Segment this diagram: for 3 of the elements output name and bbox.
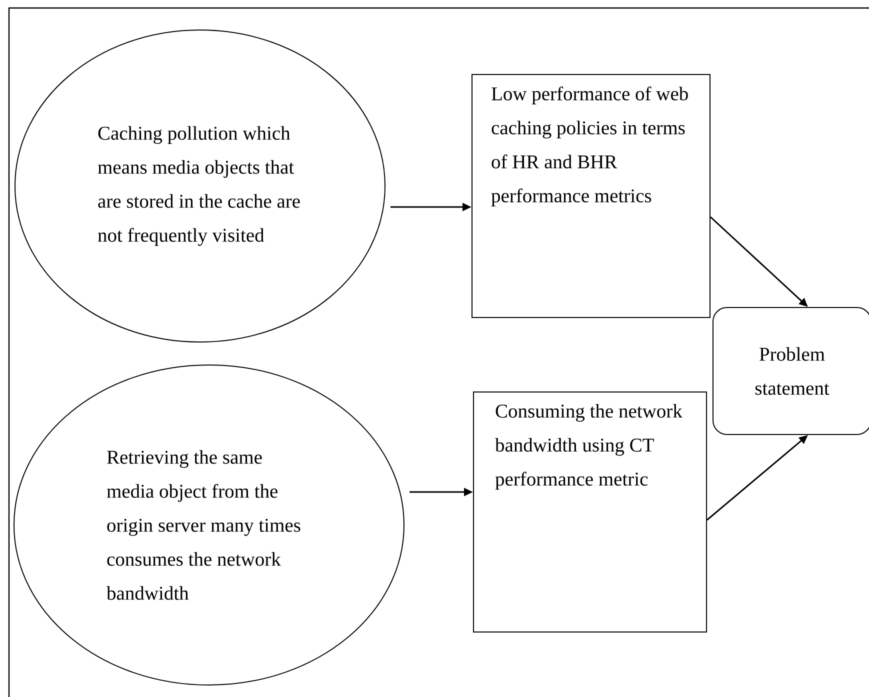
problem-box: Problem statement <box>712 307 869 435</box>
effect-box: Low performance of web caching policies in terms of HR and BHR performance metrics <box>472 74 710 318</box>
effect-box: Consuming the network bandwidth using CT performance metric <box>473 392 707 632</box>
